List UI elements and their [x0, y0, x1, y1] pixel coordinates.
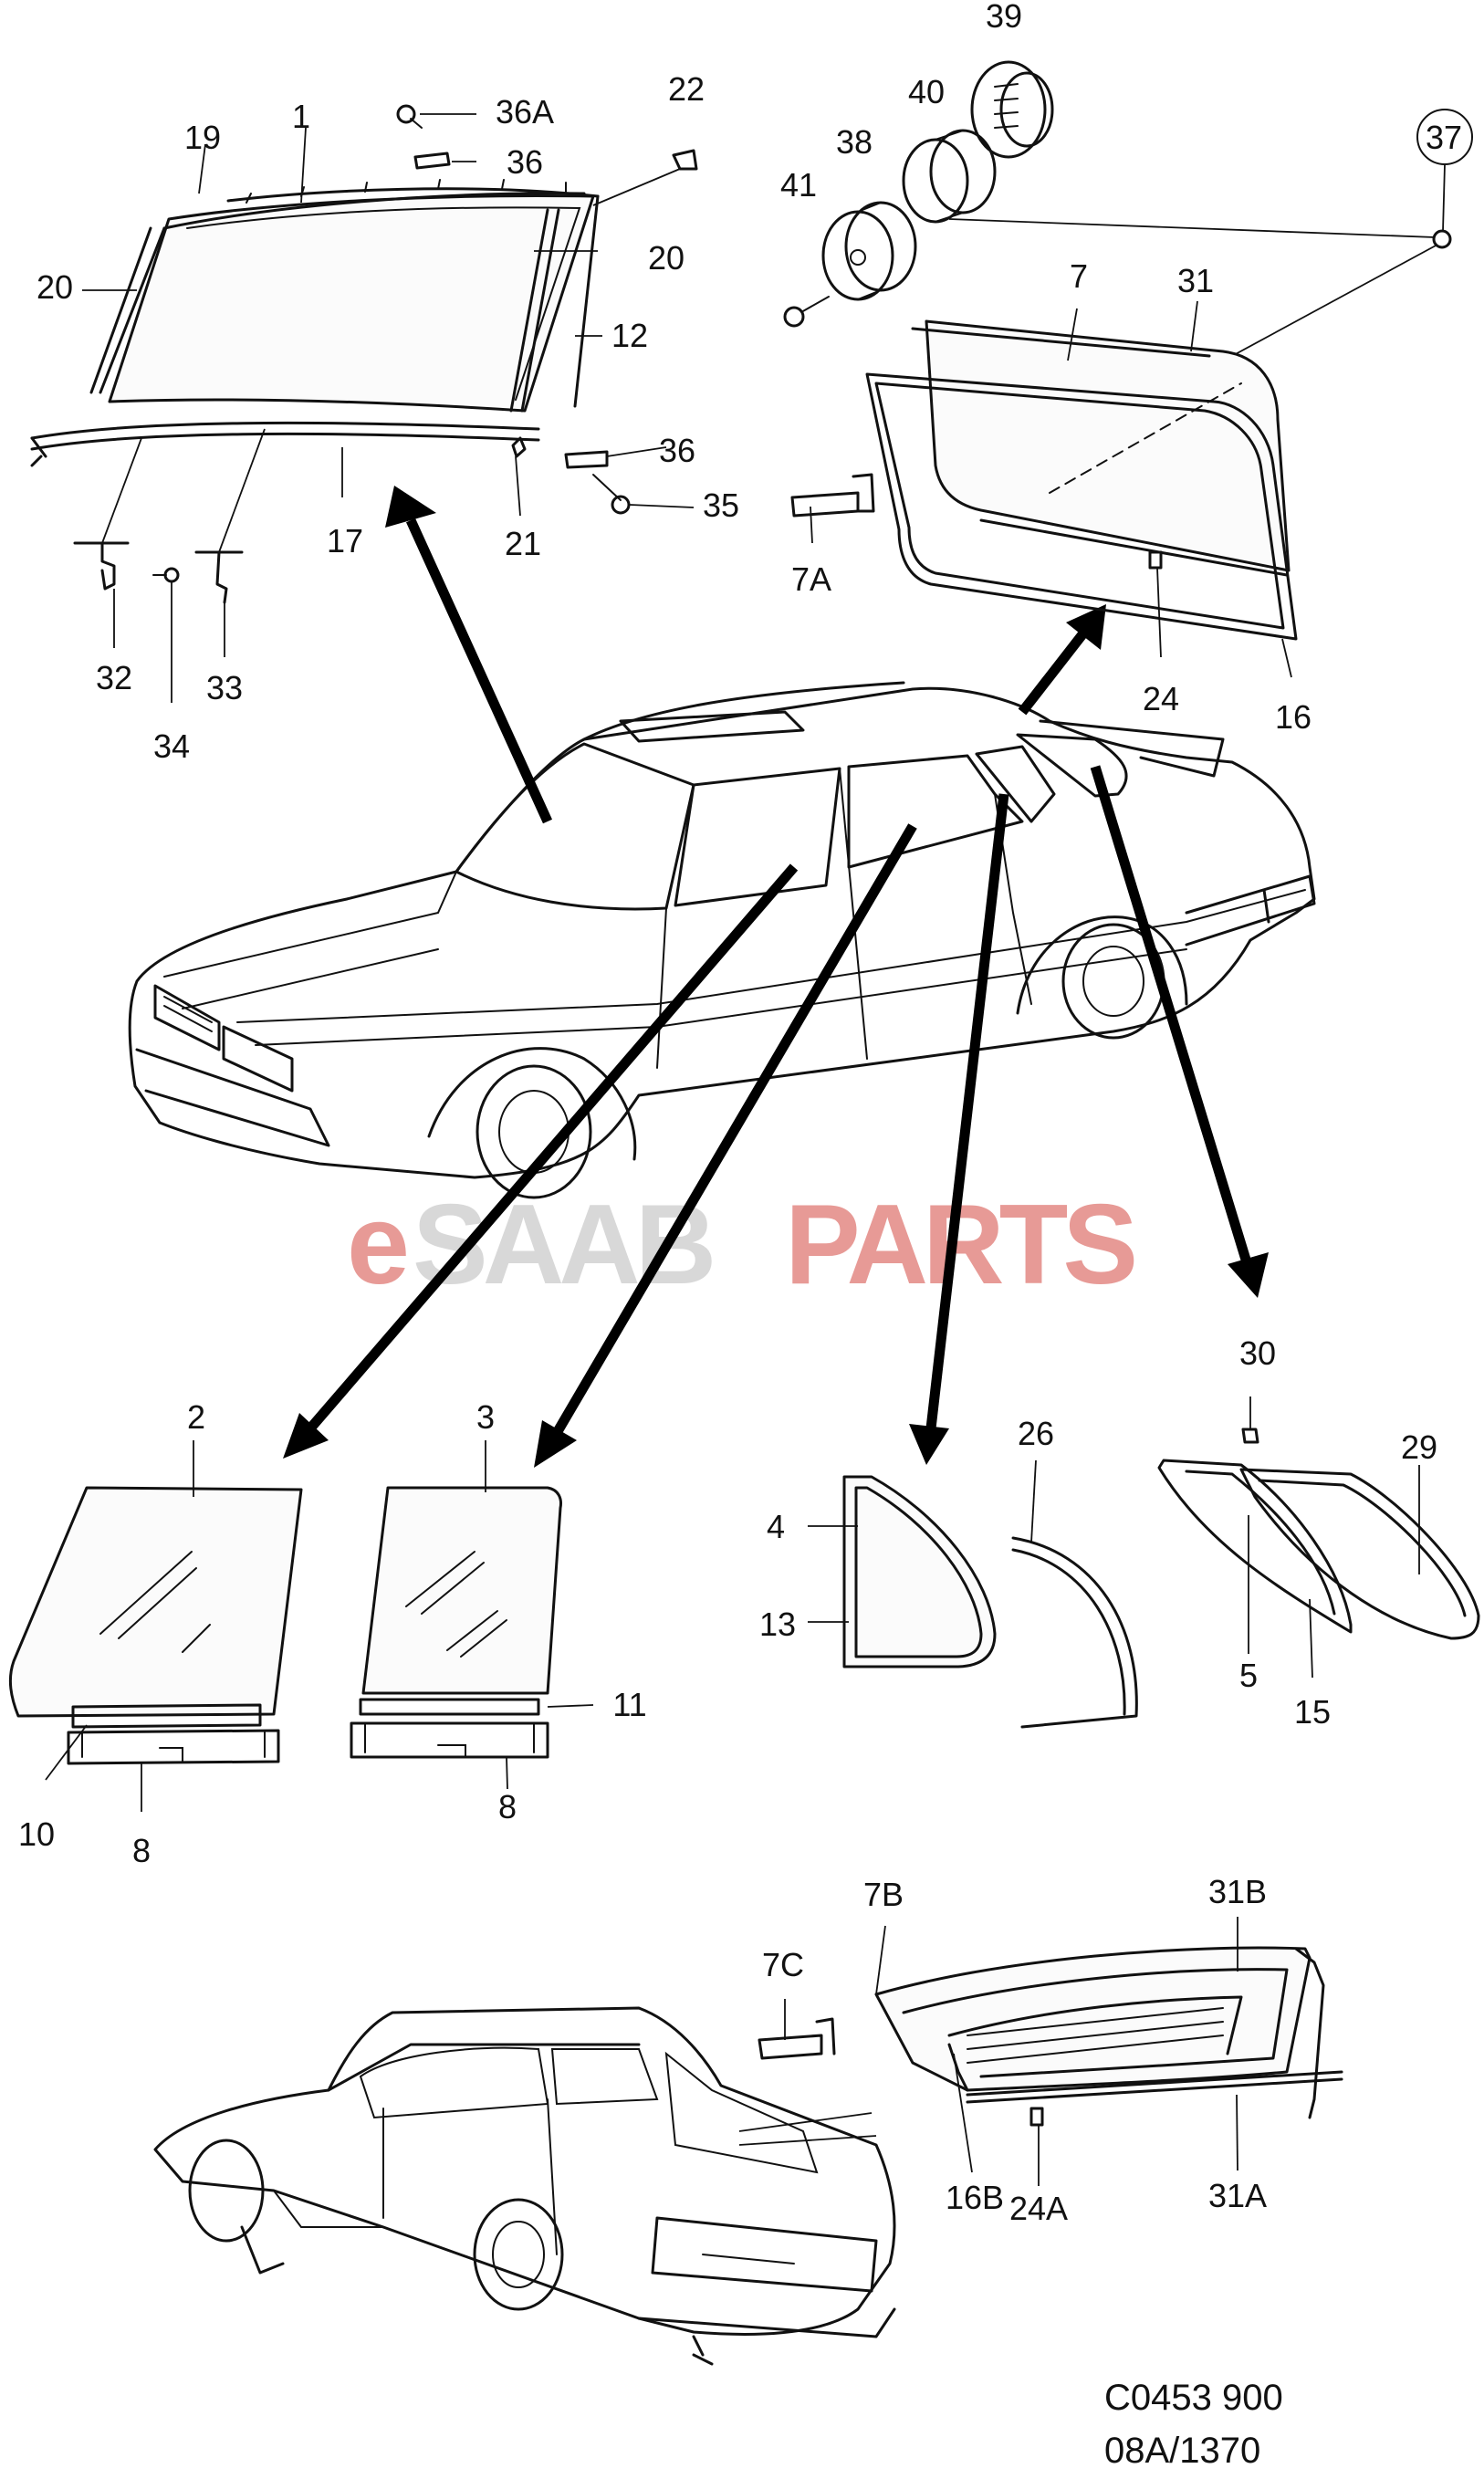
drawing-code: C0453 900 08A/1370: [1104, 2378, 1283, 2471]
callout-3: 3: [476, 1398, 495, 1436]
callout-12: 12: [611, 317, 648, 354]
callout-13: 13: [759, 1606, 796, 1643]
callout-7a: 7A: [791, 560, 831, 598]
callouts-c-pillar: 5 15 29 30: [1239, 1334, 1437, 1731]
callout-7: 7: [1070, 257, 1088, 295]
rear-window-variant-group: [758, 1917, 1343, 2186]
front-door-glass-group: [8, 1440, 303, 1812]
callout-7b: 7B: [863, 1876, 904, 1913]
callout-32: 32: [96, 659, 132, 696]
callout-36a: 36A: [496, 93, 554, 131]
callout-21: 21: [505, 525, 541, 562]
callout-41: 41: [780, 166, 817, 204]
callout-37: 37: [1426, 119, 1462, 156]
callout-24a: 24A: [1009, 2190, 1068, 2227]
callout-15: 15: [1294, 1693, 1331, 1731]
car-side-view: [128, 681, 1316, 1199]
callout-39: 39: [986, 0, 1022, 35]
drawing-number: C0453 900: [1104, 2378, 1283, 2418]
callouts-rear-window: 7 7A 16 24 31 37 38 39 40 41: [780, 0, 1462, 736]
callout-1: 1: [292, 98, 310, 135]
callout-7c: 7C: [762, 1946, 804, 1983]
callout-19: 19: [184, 119, 221, 156]
callout-31: 31: [1177, 262, 1214, 299]
callout-40: 40: [908, 73, 945, 110]
rear-window-group: [783, 60, 1473, 678]
callout-30: 30: [1239, 1334, 1276, 1372]
callout-16: 16: [1275, 698, 1312, 736]
callouts-rear-window-variant: 7B 7C 16B 24A 31A 31B: [762, 1873, 1267, 2227]
callout-33: 33: [206, 669, 243, 706]
callouts-rear-door: 3 11 8: [476, 1398, 647, 1825]
callout-31a: 31A: [1208, 2177, 1267, 2214]
callout-36-top: 36: [507, 143, 543, 181]
callout-38: 38: [836, 123, 873, 161]
drawing-revision: 08A/1370: [1104, 2431, 1260, 2471]
callout-34: 34: [153, 727, 190, 765]
callouts-windshield: 1 12 17 19 20 20 21 22 32 33 34 35 36 36…: [37, 70, 739, 765]
callout-4: 4: [767, 1508, 785, 1545]
watermark-suffix: PARTS: [785, 1182, 1134, 1308]
callout-24: 24: [1143, 680, 1179, 717]
callout-16b: 16B: [946, 2179, 1004, 2216]
rear-door-glass-group: [350, 1440, 594, 1790]
watermark-prefix: e: [347, 1182, 406, 1308]
callout-20-left: 20: [37, 268, 73, 306]
callouts-quarter-window: 4 13 26: [759, 1415, 1054, 1643]
callout-2: 2: [187, 1398, 205, 1436]
callout-17: 17: [327, 522, 363, 560]
car-rear-view: [153, 2006, 896, 2366]
callout-31b: 31B: [1208, 1873, 1267, 1910]
pointer-arrows: [283, 486, 1269, 1468]
callout-20-right: 20: [648, 239, 685, 277]
callout-29: 29: [1401, 1428, 1437, 1466]
callout-5: 5: [1239, 1657, 1258, 1694]
callout-10: 10: [18, 1815, 55, 1853]
callout-36-right: 36: [659, 432, 695, 469]
callout-8-rear: 8: [498, 1788, 517, 1825]
callout-35: 35: [703, 486, 739, 524]
callout-11: 11: [612, 1686, 646, 1723]
callout-22: 22: [668, 70, 705, 108]
quarter-window-group: [808, 1459, 1138, 1729]
c-pillar-window-group: [1157, 1396, 1480, 1679]
callout-26: 26: [1018, 1415, 1054, 1452]
callout-8-front: 8: [132, 1832, 151, 1869]
callouts-front-door: 2 10 8: [18, 1398, 205, 1869]
windshield-group: [30, 104, 698, 703]
